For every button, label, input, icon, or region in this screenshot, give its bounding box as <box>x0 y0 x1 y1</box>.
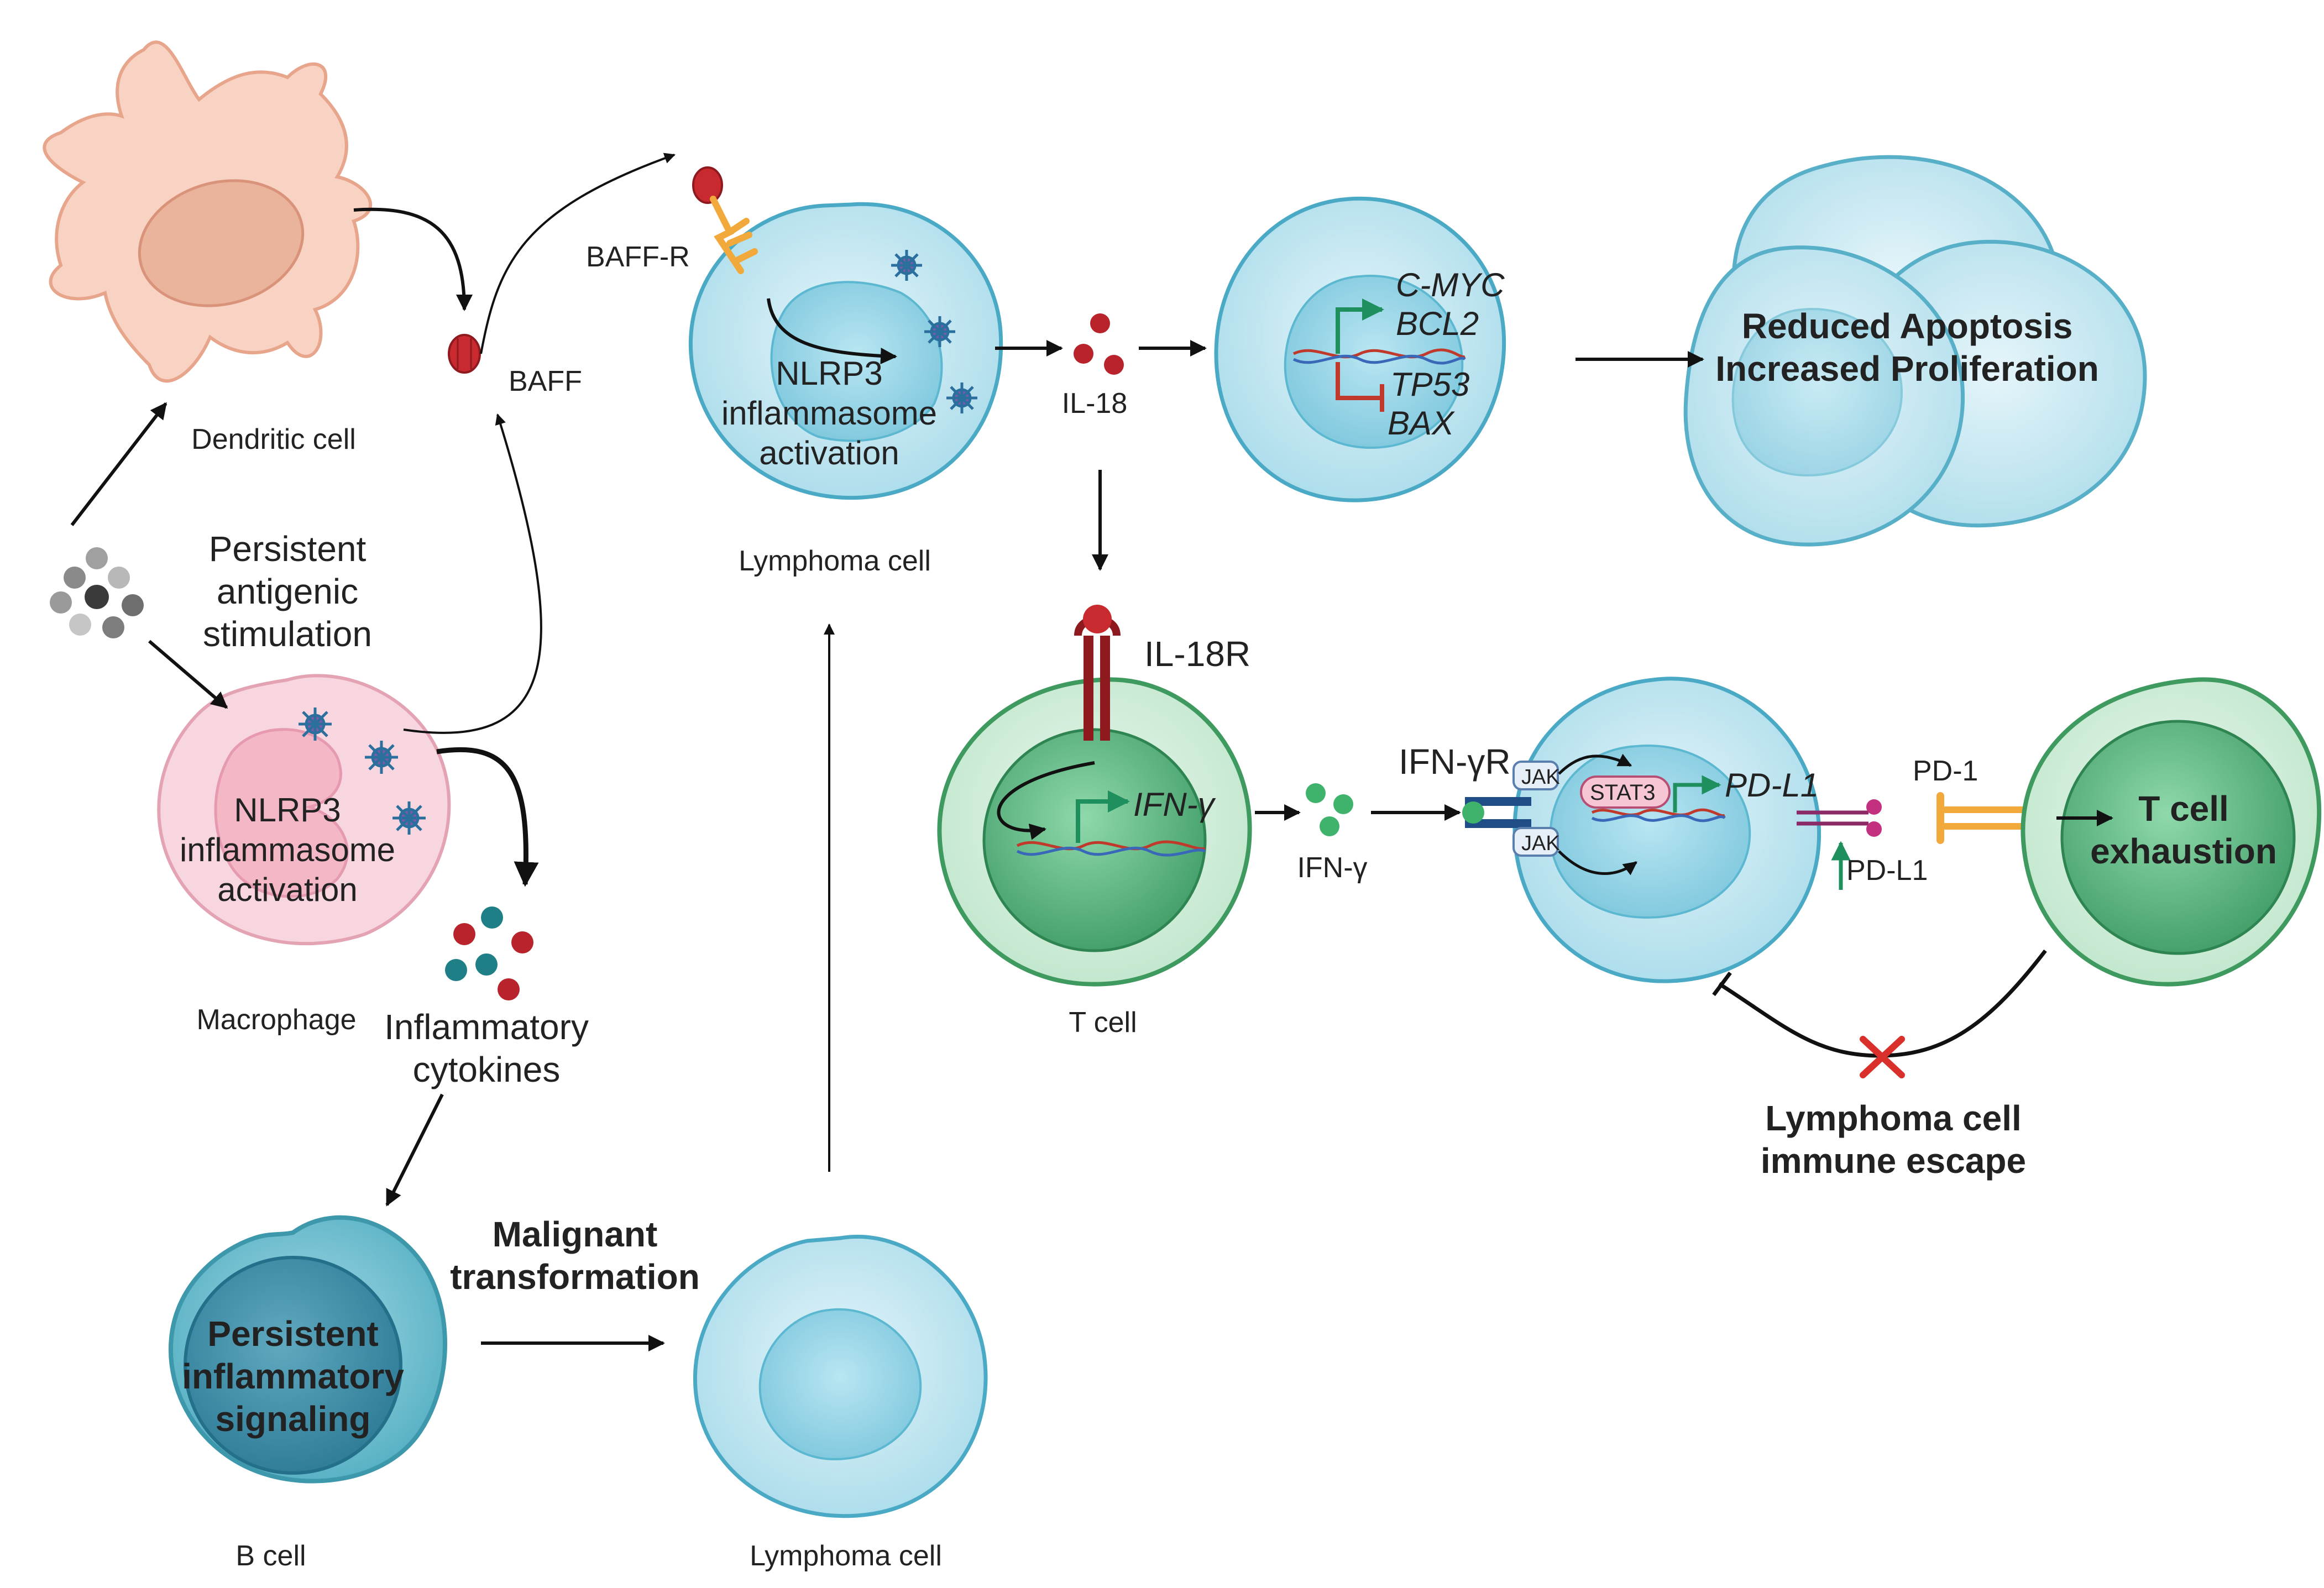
arrows <box>70 153 2113 1351</box>
lymphoma-bottom-label: Lymphoma cell <box>750 1540 942 1572</box>
stimulus-line3: stimulation <box>203 614 372 654</box>
lym-inner-line1: NLRP3 <box>776 355 883 392</box>
inflammasome-icon <box>891 250 977 413</box>
il18-label: IL-18 <box>1061 387 1128 420</box>
dendritic-cell-label: Dendritic cell <box>191 423 356 455</box>
gene-c-myc: C-MYC <box>1396 266 1505 303</box>
b-cell-label: B cell <box>235 1540 306 1572</box>
stat3-box <box>1580 775 1671 809</box>
inflammatory-cytokines-label: Inflammatory cytokines <box>384 1006 589 1091</box>
outcome-line2: Increased Proliferation <box>1715 348 2099 389</box>
proliferating-cells <box>1683 155 2147 547</box>
macro-inner-line2: inflammasome <box>179 831 396 868</box>
gene-tp53: TP53 <box>1390 366 1470 403</box>
exhausted-t-cell <box>2021 677 2322 987</box>
ifng-particles <box>1306 783 1353 836</box>
lymphoma-top-label: Lymphoma cell <box>739 545 931 577</box>
macrophage-cell <box>157 674 451 946</box>
jak-box-bottom <box>1512 827 1559 857</box>
baff-molecule <box>448 334 481 374</box>
macrophage-label: Macrophage <box>196 1004 357 1036</box>
b-cell <box>168 1215 447 1484</box>
outcome-label: Reduced Apoptosis Increased Proliferatio… <box>1715 305 2099 390</box>
exhaustion-line2: exhaustion <box>2090 831 2277 871</box>
pdl1-protein <box>1797 799 1882 837</box>
baff-label: BAFF <box>509 365 582 397</box>
pdl1-label: PD-L1 <box>1846 855 1928 887</box>
baff-r-receptor <box>692 166 758 274</box>
lymphoma-cell-top <box>688 202 1003 500</box>
jak-bottom-label: JAK <box>1521 832 1560 855</box>
inflammasome-icon <box>299 707 426 835</box>
stimulus-line2: antigenic <box>216 571 359 611</box>
ifng-label: IFN-γ <box>1297 852 1368 884</box>
block-x-icon <box>1860 1036 1905 1078</box>
gene-bcl2: BCL2 <box>1396 305 1479 342</box>
immune-escape-label: Lymphoma cell immune escape <box>1761 1097 2026 1182</box>
lymphoma-cell-pdl1 <box>1512 677 1821 983</box>
ifngr-receptor <box>1462 797 1531 828</box>
pd1-label: PD-1 <box>1913 755 1978 787</box>
cytokines-line2: cytokines <box>412 1049 561 1089</box>
macrophage-inflammasome-label: NLRP3 inflammasome activation <box>180 790 395 910</box>
lymphoma-cell-genes <box>1214 196 1506 502</box>
il18-particles <box>1074 313 1124 375</box>
jak-box-top <box>1512 761 1559 790</box>
macro-inner-line3: activation <box>217 871 358 908</box>
lymphoma-inflammasome-label: NLRP3 inflammasome activation <box>721 354 937 473</box>
macro-inner-line1: NLRP3 <box>234 792 341 829</box>
dendritic-cell <box>43 40 373 383</box>
transformation-line1: Malignant <box>492 1214 658 1254</box>
t-cell-exhaustion-label: T cell exhaustion <box>2090 788 2277 873</box>
bcell-inner-line1: Persistent <box>207 1314 379 1354</box>
lymphoma-cell-bottom <box>693 1234 988 1518</box>
antigenic-stimulation-label: Persistent antigenic stimulation <box>203 528 372 655</box>
malignant-transformation-label: Malignant transformation <box>450 1213 700 1298</box>
outcome-line1: Reduced Apoptosis <box>1741 306 2073 346</box>
lym-inner-line2: inflammasome <box>721 395 938 432</box>
transformation-line2: transformation <box>450 1256 700 1297</box>
antigen-particles <box>50 547 144 638</box>
il18-receptor <box>1074 605 1121 741</box>
t-cell-label: T cell <box>1069 1007 1137 1039</box>
il18r-label: IL-18R <box>1144 634 1251 674</box>
pdl1-gene-label: PD-L1 <box>1725 767 1819 804</box>
gene-bax: BAX <box>1388 405 1454 442</box>
jak-top-label: JAK <box>1521 766 1560 789</box>
stimulus-line1: Persistent <box>208 529 367 569</box>
ifng-gene-label: IFN-γ <box>1133 786 1215 823</box>
cytokine-particles <box>445 906 533 1000</box>
baff-r-label: BAFF-R <box>586 241 690 273</box>
ifngr-label: IFN-γR <box>1399 742 1511 782</box>
stat3-label: STAT3 <box>1590 780 1656 805</box>
lym-inner-line3: activation <box>759 434 899 471</box>
t-cell <box>937 677 1252 987</box>
persistent-signaling-label: Persistent inflammatory signaling <box>182 1313 404 1440</box>
bcell-inner-line2: inflammatory <box>182 1356 404 1396</box>
exhaustion-line1: T cell <box>2138 789 2229 829</box>
escape-line2: immune escape <box>1760 1140 2027 1181</box>
cytokines-line1: Inflammatory <box>384 1007 589 1047</box>
bcell-inner-line3: signaling <box>215 1398 371 1439</box>
escape-line1: Lymphoma cell <box>1765 1098 2022 1138</box>
